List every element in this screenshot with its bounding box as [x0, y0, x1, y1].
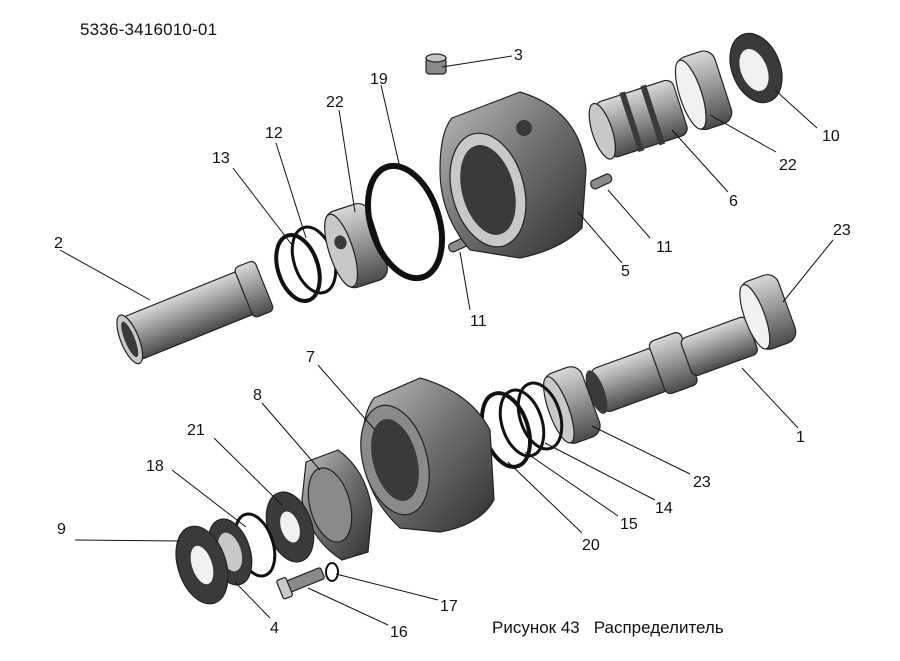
- figure-number: Рисунок 43: [492, 618, 580, 637]
- leader-lines: [59, 55, 834, 626]
- callout-16: 16: [390, 624, 408, 641]
- callout-labels: 2 13 12 22 19 3 5 11 11 6 22 10 23 1 7 8…: [54, 47, 851, 641]
- callout-22-left: 22: [326, 94, 344, 111]
- callout-12: 12: [265, 125, 283, 142]
- callout-1: 1: [796, 429, 805, 446]
- callout-6: 6: [729, 193, 738, 210]
- callout-9: 9: [57, 521, 66, 538]
- callout-20: 20: [582, 537, 600, 554]
- callout-3: 3: [514, 47, 523, 64]
- callout-2: 2: [54, 235, 63, 252]
- part-17-washer: [325, 562, 339, 582]
- callout-17: 17: [440, 598, 458, 615]
- callout-23-right: 23: [833, 222, 851, 239]
- part-23-bushing-right: [739, 274, 797, 350]
- callout-11-right: 11: [656, 239, 673, 256]
- callout-23-middle: 23: [693, 474, 711, 491]
- callout-14: 14: [655, 500, 673, 517]
- part-11-pin-right: [590, 173, 613, 190]
- callout-18: 18: [146, 458, 164, 475]
- callout-21: 21: [187, 422, 205, 439]
- callout-7: 7: [306, 349, 315, 366]
- part-7-housing: [360, 377, 495, 533]
- part-19-ring: [365, 162, 445, 282]
- figure-title: Распределитель: [593, 618, 724, 637]
- callout-10: 10: [822, 128, 840, 145]
- callout-11-left: 11: [470, 313, 487, 330]
- callout-15: 15: [620, 516, 638, 533]
- callout-13: 13: [212, 150, 230, 167]
- part-16-bolt: [276, 567, 325, 600]
- part-1-shaft: [585, 316, 758, 414]
- callout-5: 5: [621, 263, 630, 280]
- callout-22-right: 22: [779, 157, 797, 174]
- part-5-housing: [439, 91, 587, 259]
- part-15-ring: [498, 388, 546, 458]
- part-6-piston: [588, 79, 688, 160]
- part-2-sleeve: [116, 260, 274, 365]
- callout-4: 4: [270, 620, 279, 637]
- part-3-plug: [425, 53, 447, 75]
- part-8-cover: [301, 449, 373, 561]
- part-14-ring: [516, 381, 564, 451]
- part-10-seal: [729, 32, 783, 104]
- part-13-ring: [274, 233, 322, 303]
- figure-caption: Рисунок 43 Распределитель: [492, 618, 724, 638]
- part-9-seal: [175, 525, 229, 605]
- part-22-bushing-right: [674, 50, 733, 131]
- callout-19: 19: [370, 71, 388, 88]
- document-number: 5336-3416010-01: [80, 20, 218, 39]
- callout-8: 8: [253, 387, 262, 404]
